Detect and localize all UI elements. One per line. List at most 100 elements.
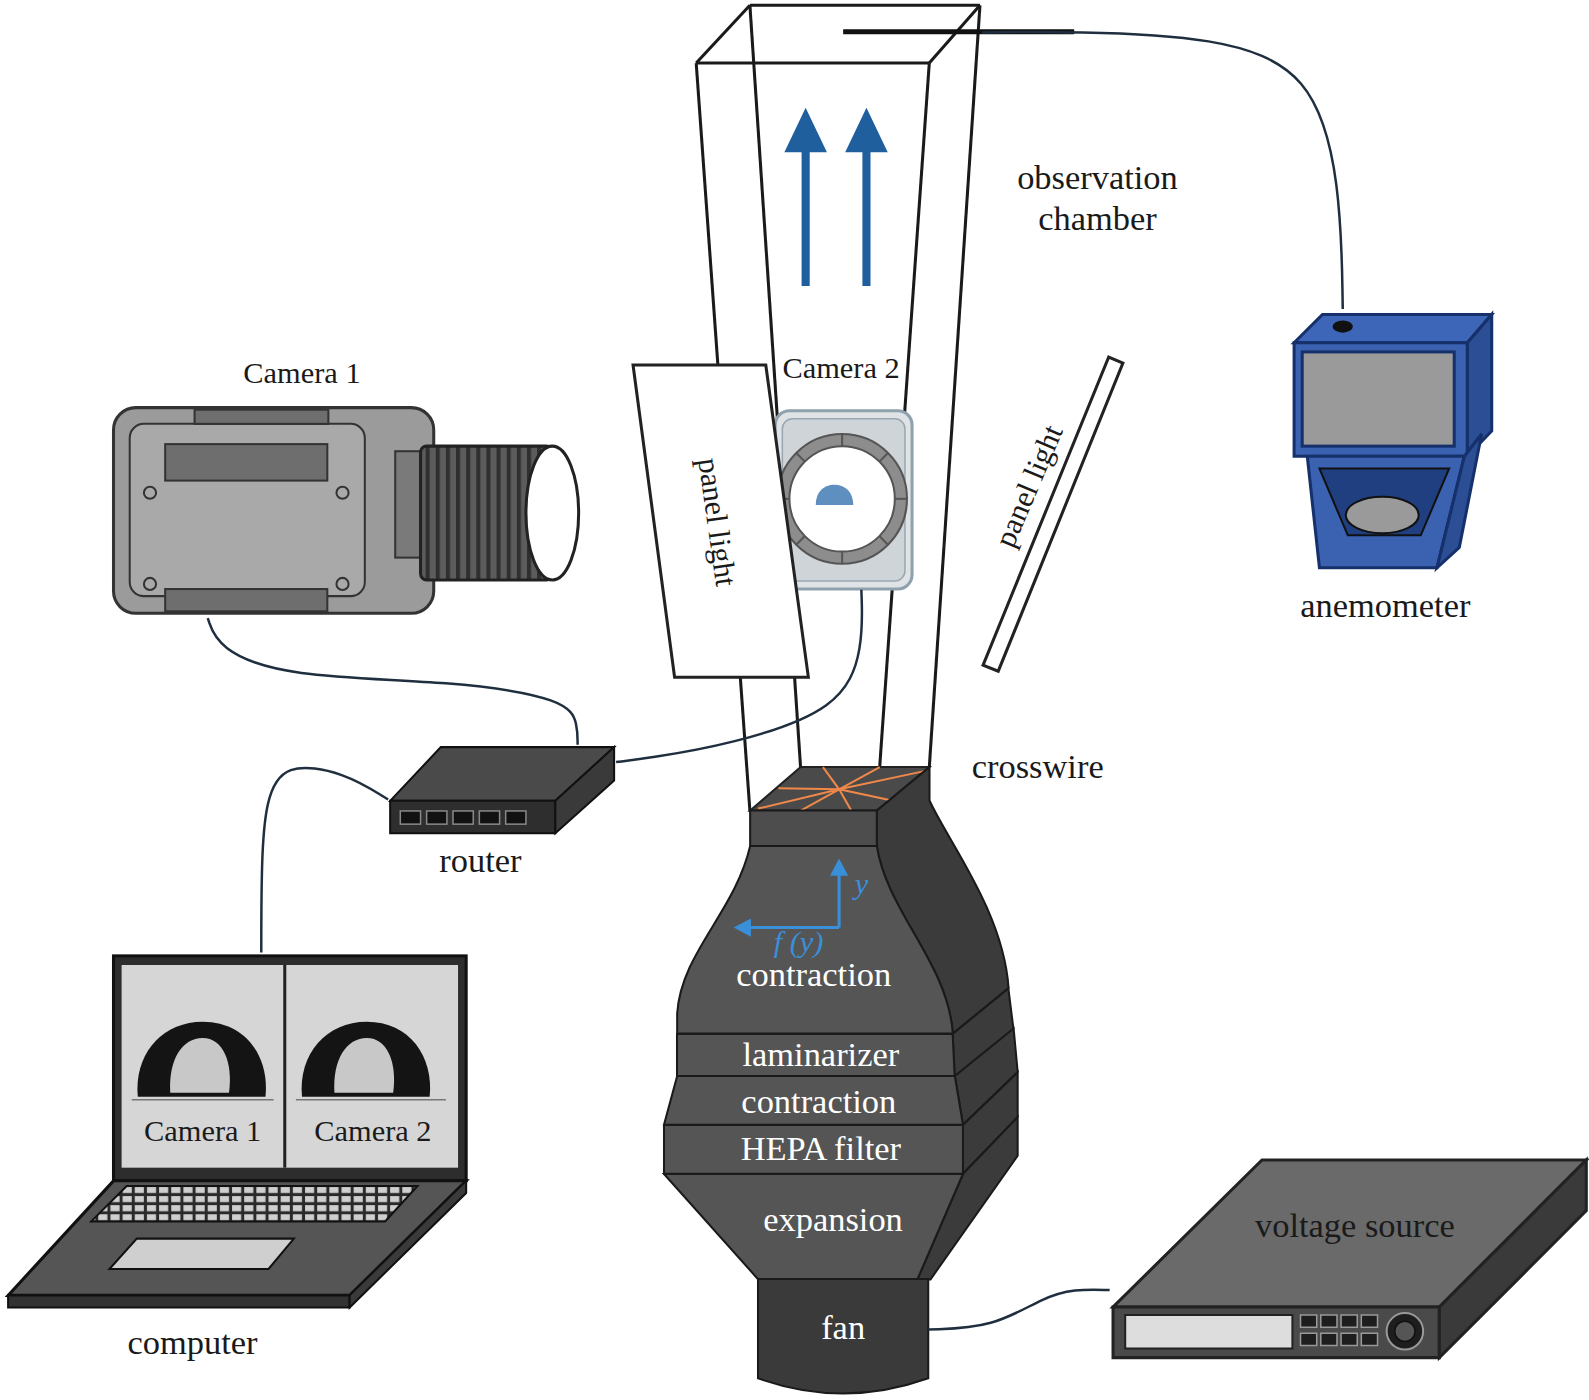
camera: Camera 1: [111, 355, 577, 618]
router-device: [390, 747, 614, 833]
camera-body: [775, 411, 912, 589]
router: router: [388, 745, 616, 882]
tunnel-section: expansion: [664, 1174, 1019, 1279]
laptop: [296, 1099, 446, 1101]
camera-body: [775, 411, 912, 589]
node-label: crosswire: [972, 746, 1104, 787]
axis-arrow: [830, 859, 848, 876]
chamber-walls: [929, 5, 980, 767]
chamber-walls: [750, 4, 980, 7]
voltage-source-outline: [1113, 1307, 1439, 1358]
node-label: laminarizer: [742, 1034, 899, 1075]
tunnel-section: contraction: [664, 765, 1019, 1034]
node-label: voltage source: [1255, 1206, 1455, 1247]
laptop: [109, 1239, 293, 1269]
node-label: HEPA filter: [741, 1129, 901, 1170]
laptop: [170, 1038, 230, 1093]
laptop: [91, 1186, 417, 1221]
node-label: Camera 1: [144, 1113, 261, 1149]
router-device: [400, 811, 420, 824]
anemometer-device: [1333, 320, 1353, 332]
cable: [208, 618, 578, 745]
panel-light-outline: [633, 365, 808, 677]
screen-view: Camera 2: [286, 965, 458, 1168]
camera-body: [895, 498, 907, 500]
node-label: contraction: [741, 1081, 896, 1122]
laptop: [137, 1022, 266, 1097]
fan: fan: [758, 1279, 928, 1396]
tunnel-section-outline: [677, 1034, 955, 1077]
router-device: [506, 811, 526, 824]
camera-body: [526, 446, 579, 580]
tunnel-section-outline: [750, 811, 877, 846]
computer: computer Camera 1 Camera 2: [5, 953, 469, 1368]
anemometer-device: [1302, 352, 1454, 446]
node-label: expansion: [763, 1199, 903, 1240]
tunnel-section-outline: [664, 1076, 963, 1125]
camera-body: [880, 536, 888, 544]
chamber-walls: [696, 62, 929, 65]
camera-body: [789, 446, 894, 551]
axis-arrow: [734, 859, 849, 937]
camera-body: [144, 578, 156, 590]
laptop: [8, 1181, 466, 1296]
tunnel-section: contraction: [664, 1076, 1019, 1125]
screen-view: Camera 1: [122, 965, 284, 1168]
anemometer-device: [1294, 343, 1467, 457]
flow-arrow: [784, 108, 827, 286]
cable: [982, 32, 1343, 309]
laptop: [122, 965, 458, 1168]
tunnel-section: HEPA filter: [664, 1125, 1019, 1174]
laptop: [334, 1038, 394, 1093]
voltage-source-outline: [1110, 1158, 1589, 1358]
router-device: [555, 747, 614, 833]
node-label: Camera 2: [314, 1113, 431, 1149]
camera-body: [144, 487, 156, 499]
anemometer-device: [1437, 434, 1482, 568]
tunnel-section-outline: [664, 765, 1019, 1034]
anemometer-probe: [843, 29, 1074, 34]
camera-body: [336, 578, 348, 590]
cable: [261, 768, 388, 953]
router-device: [427, 811, 447, 824]
chamber-walls: [696, 5, 750, 63]
laptop: [114, 956, 467, 1181]
camera-body: [130, 424, 365, 596]
camera-body: [816, 485, 853, 505]
camera-body: [165, 444, 327, 480]
node-label: computer: [128, 1322, 258, 1363]
tunnel-section-outline: [664, 1125, 963, 1174]
voltage-source-outline: [1394, 1321, 1414, 1341]
camera-body: [841, 552, 843, 564]
laptop: [302, 1022, 431, 1097]
axis-label: f (y): [774, 925, 824, 960]
axis-arrow: [838, 872, 841, 928]
camera-body: [165, 589, 327, 611]
flow-arrow: [845, 108, 888, 286]
camera: Camera 2: [775, 350, 917, 590]
panel-light: panel light: [630, 363, 810, 679]
camera-body: [195, 410, 329, 424]
anemometer-device: [1294, 314, 1492, 342]
anemometer-device: [1346, 497, 1419, 533]
voltage-source-outline: [1125, 1315, 1292, 1348]
laptop: [8, 956, 466, 1308]
fan-outline: [758, 1279, 928, 1394]
voltage-source-outline: [1439, 1160, 1586, 1358]
laptop: [132, 1099, 274, 1101]
camera-body: [114, 408, 579, 614]
camera-body: [797, 453, 805, 461]
camera-body: [114, 408, 434, 614]
node-label: contraction: [736, 954, 891, 995]
cable: [928, 1290, 1109, 1330]
panel-light-outline: [983, 357, 1123, 671]
node-label: router: [439, 841, 521, 882]
panel-light: panel light: [978, 355, 1125, 674]
laptop: [8, 1295, 350, 1307]
laptop: [283, 965, 286, 1168]
tunnel-section-outline: [677, 846, 953, 1033]
node-label: fan: [821, 1307, 865, 1348]
camera-body: [777, 434, 907, 564]
